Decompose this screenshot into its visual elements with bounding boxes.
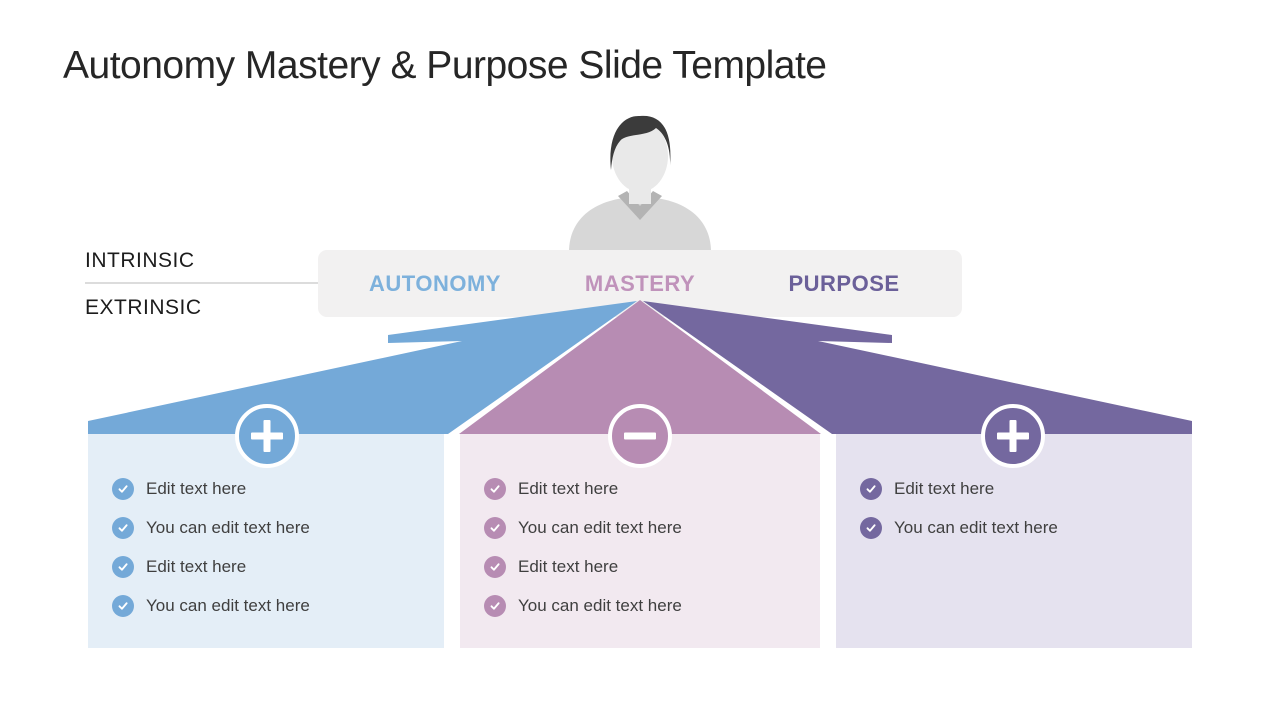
purpose-plus-button[interactable] xyxy=(981,404,1045,468)
list-item-text: Edit text here xyxy=(146,479,247,498)
intrinsic-extrinsic-divider xyxy=(85,282,318,284)
check-icon xyxy=(112,478,134,500)
check-icon xyxy=(484,478,506,500)
list-item: You can edit text here xyxy=(112,595,310,617)
list-item-text: You can edit text here xyxy=(518,518,682,537)
list-item-text: You can edit text here xyxy=(894,518,1058,537)
check-icon xyxy=(112,556,134,578)
check-icon xyxy=(484,556,506,578)
purpose-list: Edit text here You can edit text here xyxy=(860,478,1058,539)
list-item: Edit text here xyxy=(860,478,1058,500)
list-item: Edit text here xyxy=(112,478,310,500)
plus-icon xyxy=(239,408,295,464)
menu-item-autonomy[interactable]: AUTONOMY xyxy=(369,270,501,296)
mastery-list: Edit text here You can edit text here Ed… xyxy=(484,478,682,617)
purpose-arrow-shape xyxy=(643,301,1192,434)
list-item-text: You can edit text here xyxy=(146,518,310,537)
menu-bar: AUTONOMY MASTERY PURPOSE xyxy=(318,250,962,317)
list-item-text: You can edit text here xyxy=(518,596,682,615)
purpose-panel: Edit text here You can edit text here xyxy=(836,433,1192,648)
list-item: You can edit text here xyxy=(860,517,1058,539)
check-icon xyxy=(484,595,506,617)
list-item-text: Edit text here xyxy=(518,557,619,576)
extrinsic-label: EXTRINSIC xyxy=(85,296,202,319)
list-item-text: Edit text here xyxy=(146,557,247,576)
autonomy-list: Edit text here You can edit text here Ed… xyxy=(112,478,310,617)
slide-title: Autonomy Mastery & Purpose Slide Templat… xyxy=(63,44,827,87)
autonomy-panel: Edit text here You can edit text here Ed… xyxy=(88,433,444,648)
list-item: Edit text here xyxy=(484,556,682,578)
list-item: You can edit text here xyxy=(484,517,682,539)
mastery-minus-button[interactable] xyxy=(608,404,672,468)
check-icon xyxy=(860,517,882,539)
list-item-text: Edit text here xyxy=(518,479,619,498)
mastery-panel: Edit text here You can edit text here Ed… xyxy=(460,433,820,648)
menu-item-purpose[interactable]: PURPOSE xyxy=(788,270,900,296)
list-item: Edit text here xyxy=(484,478,682,500)
check-icon xyxy=(112,595,134,617)
menu-item-mastery[interactable]: MASTERY xyxy=(584,270,696,296)
minus-icon xyxy=(612,408,668,464)
autonomy-arrow-shape xyxy=(88,301,637,434)
list-item: You can edit text here xyxy=(112,517,310,539)
list-item-text: Edit text here xyxy=(894,479,995,498)
person-avatar-icon xyxy=(569,115,711,252)
autonomy-plus-button[interactable] xyxy=(235,404,299,468)
list-item: You can edit text here xyxy=(484,595,682,617)
intrinsic-label: INTRINSIC xyxy=(85,249,195,272)
list-item: Edit text here xyxy=(112,556,310,578)
check-icon xyxy=(112,517,134,539)
plus-icon xyxy=(985,408,1041,464)
check-icon xyxy=(860,478,882,500)
check-icon xyxy=(484,517,506,539)
list-item-text: You can edit text here xyxy=(146,596,310,615)
